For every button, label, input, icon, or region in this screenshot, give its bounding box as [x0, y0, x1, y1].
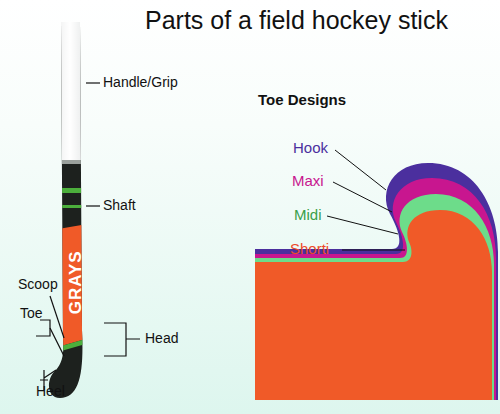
toe-label: Maxi [292, 173, 324, 190]
part-label: Handle/Grip [103, 75, 178, 90]
section-heading: Toe Designs [258, 92, 346, 109]
part-label: Heel [36, 384, 65, 399]
toe-label: Midi [294, 207, 322, 224]
part-label: Shaft [103, 198, 136, 213]
toe-leader-lines [327, 150, 405, 250]
leader-lines [36, 83, 140, 390]
part-label: Scoop [18, 277, 58, 292]
toe-label: Shorti [290, 241, 329, 258]
hockey-stick [40, 0, 100, 414]
part-label: Toe [20, 306, 43, 321]
toe-label: Hook [293, 140, 328, 157]
part-label: Head [145, 331, 178, 346]
brand-text: GRAYS [66, 250, 85, 314]
toe-designs [255, 163, 498, 400]
title: Parts of a field hockey stick [145, 7, 448, 35]
